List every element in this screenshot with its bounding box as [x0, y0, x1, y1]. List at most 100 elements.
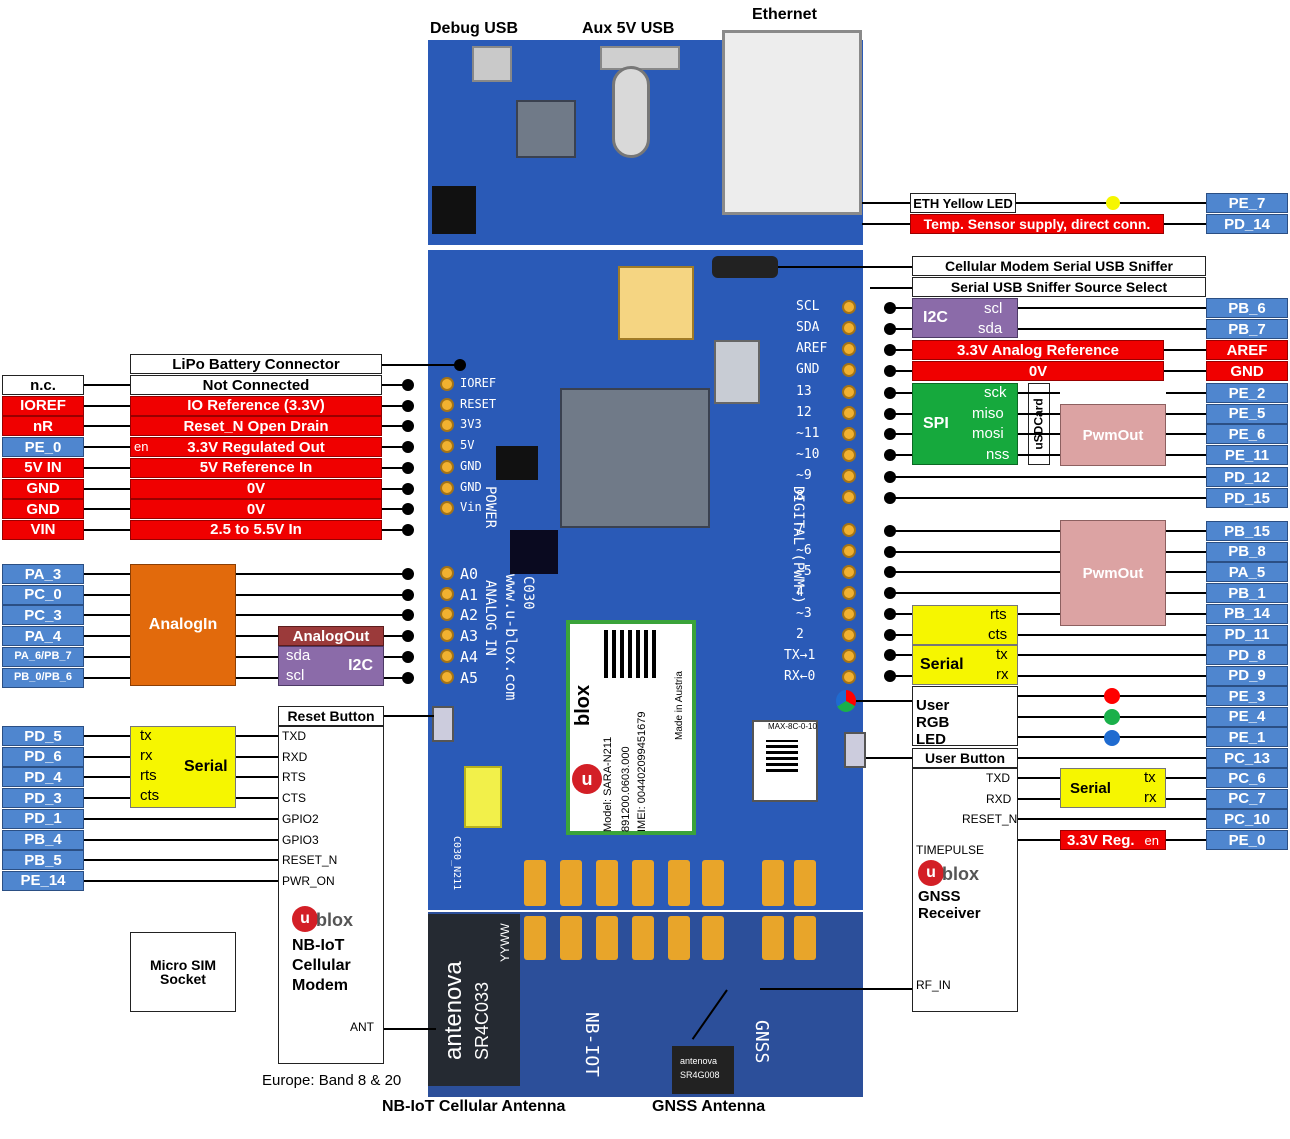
ag-line-0	[890, 349, 912, 351]
board-left-label-6: Vin	[460, 500, 482, 515]
pin-rgb-1: PE_4	[1206, 706, 1288, 727]
power-jumper	[510, 530, 558, 574]
power-line-b-2	[382, 425, 406, 428]
extra-dot-0	[884, 471, 896, 483]
serial-pin-3: PD_3	[2, 788, 84, 809]
power-line-a-5	[84, 487, 130, 490]
user-button-part	[844, 732, 866, 768]
ant-line	[384, 1028, 436, 1030]
serial-pin-4: PD_1	[2, 808, 84, 829]
reg-label: 3.3V Reg.	[1067, 831, 1135, 849]
pad-bot-1	[560, 916, 582, 960]
gnss-mid-line-1	[1018, 797, 1060, 800]
power-pin-5: GND	[2, 478, 84, 499]
analog-dot-0	[402, 568, 414, 580]
pin-pwm-7: PD_9	[1206, 665, 1288, 686]
modem-pin-0: TXD	[282, 729, 306, 743]
power-dot-4	[402, 461, 414, 474]
pwm-mid-line-1	[890, 550, 1060, 553]
serial-line-a-4	[84, 817, 278, 820]
pin-extra-1-line	[890, 497, 1206, 499]
analog-line-a-4	[84, 655, 130, 658]
pin-pwm-3: PB_1	[1206, 583, 1288, 604]
analog-dot-4	[402, 650, 414, 663]
board-left-hole-4	[440, 459, 454, 474]
lipo-line	[382, 364, 458, 366]
pin-pwm-1-line	[1166, 550, 1206, 553]
extra-dot-1	[884, 492, 896, 504]
modem-pin-5: GPIO3	[282, 832, 319, 847]
sara-blox: blox	[572, 684, 594, 726]
pwm-mid-line-4	[1018, 612, 1060, 615]
pin-button-line	[1018, 757, 1206, 759]
gnss-label-1: RXD	[986, 791, 1012, 806]
power-dot-6	[402, 503, 414, 516]
analog-dot-2	[402, 609, 414, 622]
power-dot-3	[402, 441, 414, 454]
spi-dot-0	[884, 387, 896, 399]
board-left-hole-2	[440, 418, 454, 433]
rgb-block	[912, 686, 1018, 746]
i2c-left-line-1	[890, 328, 912, 330]
ethernet-connector	[722, 30, 862, 215]
ethernet-label: Ethernet	[752, 6, 817, 23]
aref-desc: 3.3V Analog Reference	[912, 340, 1164, 360]
sniffer-select-line	[870, 287, 912, 289]
board-right-hole-3	[842, 363, 856, 377]
power-desc-2: Reset_N Open Drain	[130, 416, 382, 437]
power-desc-4: 5V Reference In	[130, 457, 382, 478]
board-right-hole-0	[842, 300, 856, 314]
board-left-label-9: A2	[460, 606, 479, 625]
gnss-title: GNSS Receiver	[918, 888, 981, 922]
analog-line-c-4	[236, 655, 278, 658]
power-line-b-0	[382, 384, 406, 386]
power-dot-5	[402, 482, 414, 495]
analog-line-b-4	[384, 655, 406, 658]
pin-rgb-2: PE_1	[1206, 727, 1288, 748]
power-line-a-1	[84, 404, 130, 407]
pad-top-2	[596, 860, 618, 906]
power-pin-1: IOREF	[2, 395, 84, 416]
power-line-a-2	[84, 425, 130, 428]
rf-in-line	[760, 988, 912, 990]
right-serial2-block	[1060, 768, 1166, 808]
sara-model-name: SARA-N211	[602, 736, 614, 796]
nbiot-antenna-label: NB-IoT Cellular Antenna	[382, 1098, 566, 1115]
pad-top-7	[794, 860, 816, 906]
pin-gnss-1: PC_7	[1206, 788, 1288, 809]
gnss-block	[912, 768, 1018, 1012]
gnd-desc: 0V	[912, 361, 1164, 381]
rgb-red-dot	[1104, 688, 1120, 704]
board-right-label-17: RX←0	[784, 669, 816, 684]
power-line-b-6	[382, 508, 406, 511]
temp-connect-line	[862, 223, 910, 225]
pin-rgb-0: PE_3	[1206, 686, 1288, 706]
gnd-pin: GND	[1206, 361, 1288, 381]
usb-sniffer-connector	[712, 256, 778, 278]
debug-usb-connector	[472, 46, 512, 82]
pwm-dot-5	[884, 628, 896, 641]
board-right-label-7: ~10	[796, 447, 820, 462]
analog-line-a-0	[84, 573, 130, 575]
pwm-dot-1	[884, 545, 896, 558]
usdcard-label: uSDCard	[1032, 398, 1046, 450]
modem-pin-1: RXD	[282, 749, 308, 764]
europe-band-label: Europe: Band 8 & 20	[262, 1072, 402, 1089]
debug-usb-label: Debug USB	[430, 20, 518, 37]
pin-gnss-2: PC_10	[1206, 809, 1288, 830]
board-right-label-11: ~6	[796, 543, 812, 558]
modem-title: NB-IoT Cellular Modem	[292, 937, 351, 994]
board-right-hole-12	[842, 565, 856, 579]
serial-line-a-2	[84, 776, 130, 779]
serial-pin-1: PD_6	[2, 746, 84, 767]
pwm-dot-4	[884, 607, 896, 620]
silk-gnss: GNSS	[751, 1020, 772, 1064]
sniffer-switch	[714, 340, 760, 404]
pin-pwm-2-line	[1166, 571, 1206, 574]
pin-pd14: PD_14	[1206, 214, 1288, 234]
pin-button: PC_13	[1206, 748, 1288, 768]
pin-pwm-2: PA_5	[1206, 562, 1288, 583]
power-line-b-7	[382, 528, 406, 531]
temp-line	[1164, 223, 1206, 225]
pin-spi-2: PE_6	[1206, 424, 1288, 445]
